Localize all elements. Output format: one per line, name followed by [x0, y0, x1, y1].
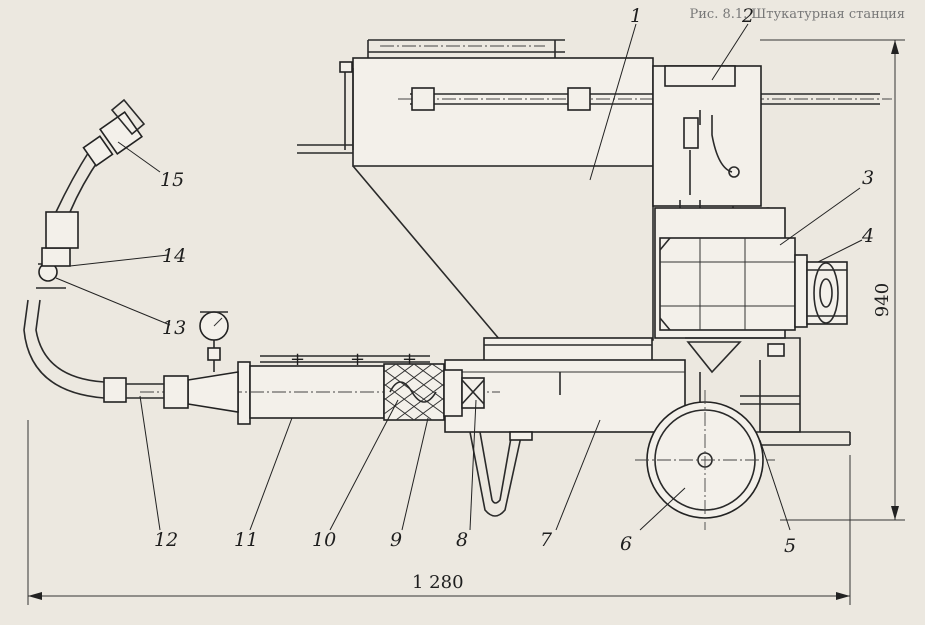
mixer-shaft	[398, 87, 892, 111]
caption-fragment: Рис. 8.1. Штукатурная станция	[690, 7, 905, 22]
label-5: 5	[784, 535, 796, 557]
label-10: 10	[312, 529, 336, 551]
dimension-length: 1 280	[412, 572, 464, 593]
spray-gun	[36, 98, 146, 289]
label-4: 4	[861, 225, 874, 247]
label-12: 12	[154, 529, 178, 551]
label-1: 1	[630, 5, 642, 27]
label-11: 11	[234, 529, 258, 551]
label-15: 15	[160, 169, 184, 191]
label-2: 2	[741, 5, 754, 27]
svg-text:+: +	[290, 349, 305, 370]
leader-lines	[55, 23, 863, 531]
pulley	[794, 254, 848, 328]
dimension-lines	[27, 39, 905, 605]
svg-text:+: +	[350, 349, 365, 370]
label-14: 14	[162, 245, 186, 267]
dimension-height: 940	[872, 283, 893, 317]
top-rail	[367, 39, 565, 58]
hopper	[297, 57, 654, 341]
label-9: 9	[390, 529, 402, 551]
label-7: 7	[540, 529, 553, 551]
label-6: 6	[620, 533, 632, 555]
label-8: 8	[456, 529, 468, 551]
wheel	[635, 390, 775, 530]
frame	[444, 337, 851, 517]
drive-box	[652, 65, 762, 218]
label-3: 3	[862, 167, 874, 189]
pump-assembly: + + +	[140, 311, 500, 425]
motor	[654, 207, 796, 339]
label-13: 13	[162, 317, 186, 339]
hose	[23, 299, 164, 403]
